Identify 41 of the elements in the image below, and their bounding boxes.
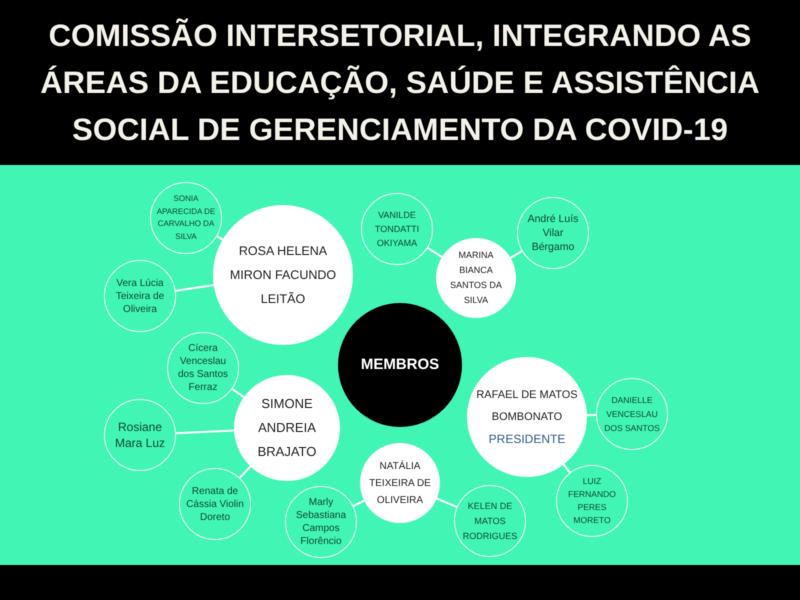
member-circle — [556, 465, 628, 537]
person-name: SONIA APARECIDA DE CARVALHO DA SILVA — [156, 193, 216, 242]
connector-line — [427, 247, 443, 258]
person-name: VANILDE TONDATTI OKIYAMA — [374, 209, 420, 250]
person-name: SIMONE ANDREIA BRAJATO — [256, 395, 318, 461]
hub-label: MEMBROS — [360, 355, 440, 375]
person-name: Vera Lúcia Teixeira de Oliveira — [114, 276, 166, 316]
connector-line — [436, 498, 458, 508]
member-circle — [596, 378, 668, 450]
person-name: NATÁLIA TEIXEIRA DE OLIVEIRA — [368, 459, 432, 508]
person-name: ROSA HELENA MIRON FACUNDO LEITÃO — [228, 243, 338, 308]
person-name: MARINA BIANCA SANTOS DA SILVA — [449, 249, 503, 307]
member-circle — [454, 485, 526, 557]
person-name: RAFAEL DE MATOS BOMBONATO — [475, 388, 579, 425]
person-name: Marly Sebastiana Campos Florêncio — [294, 496, 348, 548]
connector-line — [510, 250, 522, 259]
role-label: PRESIDENTE — [488, 431, 566, 448]
connector-line — [176, 430, 234, 434]
member-circle — [285, 486, 357, 558]
person-name: André Luís Vilar Bérgamo — [526, 212, 580, 254]
connector-line — [239, 466, 252, 479]
person-name: DANIELLE VENCESLAU DOS SANTOS — [603, 394, 661, 435]
connector-line — [175, 284, 214, 292]
connector-line — [586, 414, 596, 416]
person-name: Rosiane Mara Luz — [114, 419, 166, 451]
member-circle — [104, 399, 176, 471]
person-name: KELEN DE MATOS RODRIGUES — [462, 500, 518, 542]
member-circle — [167, 332, 239, 404]
member-circle — [517, 197, 589, 269]
person-name: Renata de Cássia Violin Doreto — [186, 484, 244, 524]
connector-line — [232, 388, 244, 398]
person-name: LUIZ FERNANDO PERES MORETO — [567, 475, 617, 527]
connector-line — [216, 235, 224, 240]
connector-line — [562, 464, 571, 474]
member-circle — [104, 260, 176, 332]
member-circle — [361, 193, 433, 265]
person-name: Cícera Venceslau dos Santos Ferraz — [176, 342, 230, 394]
connector-line — [352, 500, 365, 507]
title: COMISSÃO INTERSETORIAL, INTEGRANDO AS ÁREAS DA EDUCAÇÃO, SAÚDE E ASSISTÊNCIA SOCIAL DE GERENCIAMENTO DA COVID-19 — [39, 17, 761, 149]
member-circle — [179, 468, 251, 540]
member-circle — [150, 182, 222, 254]
